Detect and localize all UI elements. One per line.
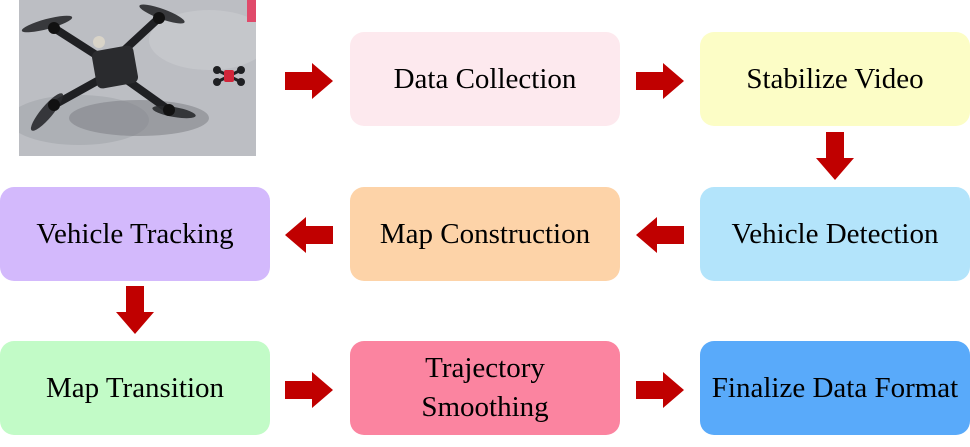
drone-photo: [19, 0, 256, 156]
step-label: Data Collection: [393, 62, 577, 95]
step-map-transition: Map Transition: [0, 341, 270, 435]
arrow-down-icon: [116, 286, 154, 334]
step-stabilize-video: Stabilize Video: [700, 32, 970, 126]
step-label: Vehicle Tracking: [36, 217, 234, 250]
step-label: Finalize Data Format: [711, 371, 959, 404]
step-data-collection: Data Collection: [350, 32, 620, 126]
arrow-left-icon: [636, 217, 684, 253]
step-label: Map Construction: [379, 217, 591, 250]
step-label: Map Transition: [45, 371, 225, 404]
step-label: Stabilize Video: [746, 62, 924, 95]
step-vehicle-tracking: Vehicle Tracking: [0, 187, 270, 281]
arrow-right-icon: [636, 63, 684, 99]
arrow-down-icon: [816, 132, 854, 180]
step-trajectory-smoothing: Trajectory Smoothing: [350, 341, 620, 435]
arrow-left-icon: [285, 217, 333, 253]
arrow-right-icon: [636, 372, 684, 408]
step-label: Trajectory Smoothing: [421, 352, 549, 423]
step-map-construction: Map Construction: [350, 187, 620, 281]
arrow-right-icon: [285, 63, 333, 99]
arrow-right-icon: [285, 372, 333, 408]
step-vehicle-detection: Vehicle Detection: [700, 187, 970, 281]
step-label: Vehicle Detection: [731, 217, 939, 250]
step-finalize-data-format: Finalize Data Format: [700, 341, 970, 435]
